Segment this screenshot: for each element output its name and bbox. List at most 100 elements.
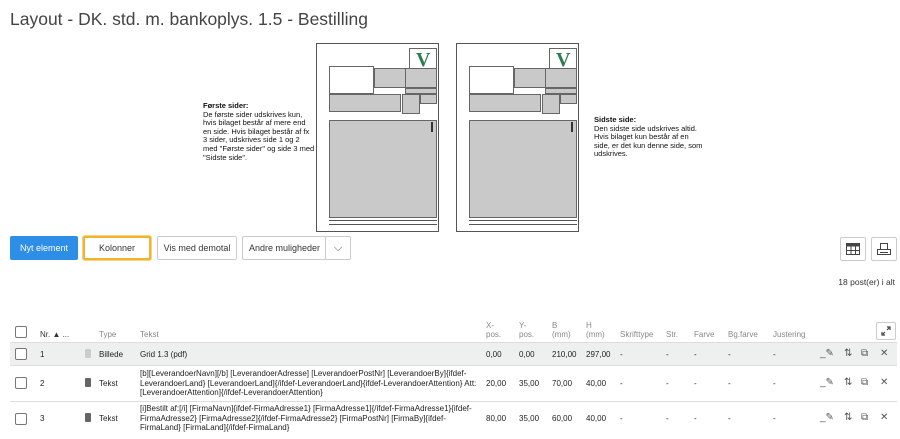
- row-nr: 3: [40, 414, 45, 423]
- row-checkbox[interactable]: [15, 348, 27, 360]
- preview-block: [329, 94, 401, 112]
- col-bgfarve[interactable]: Bg.farve: [728, 330, 758, 339]
- note-last-body: Den sidste side udskrives altid. Hvis bi…: [594, 123, 703, 159]
- note-first-pages: Første sider: De første sider udskrives …: [203, 101, 315, 162]
- row-farve: -: [694, 379, 697, 388]
- table-row[interactable]: 1 Billede Grid 1.3 (pdf) 0,00 0,00 210,0…: [10, 342, 897, 365]
- preview-marker: [431, 122, 433, 132]
- col-str[interactable]: Str.: [666, 330, 679, 339]
- row-bgfarve: -: [728, 350, 731, 359]
- more-options-button[interactable]: Andre muligheder: [242, 236, 326, 260]
- logo-letter: V: [556, 49, 571, 71]
- logo-letter: V: [416, 49, 431, 71]
- row-type: Tekst: [99, 379, 118, 388]
- preview-block: [514, 68, 546, 88]
- expand-icon: [881, 326, 891, 336]
- show-demo-button[interactable]: Vis med demotal: [157, 236, 237, 260]
- preview-body-block: [329, 120, 437, 218]
- preview-block: [405, 88, 437, 94]
- preview-block: [469, 94, 541, 112]
- edit-icon[interactable]: _✎: [820, 348, 834, 359]
- row-tekst: Grid 1.3 (pdf): [140, 350, 188, 359]
- record-count: 18 post(er) i alt: [838, 277, 895, 287]
- row-font: -: [620, 350, 623, 359]
- row-justering: -: [773, 379, 776, 388]
- row-checkbox[interactable]: [15, 377, 27, 389]
- delete-icon[interactable]: ✕: [880, 412, 889, 423]
- col-type[interactable]: Type: [99, 330, 117, 339]
- row-ypos: 0,00: [519, 350, 535, 359]
- preview-first-pages[interactable]: V: [316, 43, 439, 232]
- table-row[interactable]: 2 Tekst [b][LeverandoerNavn][/b] [Levera…: [10, 365, 897, 401]
- note-last-page: Sidste side: Den sidste side udskrives a…: [594, 115, 704, 159]
- row-font: -: [620, 414, 623, 423]
- row-str: -: [666, 414, 669, 423]
- print-button[interactable]: [871, 237, 897, 261]
- row-xpos: 0,00: [486, 350, 502, 359]
- columns-button[interactable]: Kolonner: [83, 236, 151, 260]
- preview-block: [402, 94, 420, 114]
- col-xpos[interactable]: X- pos.: [486, 321, 502, 339]
- table-view-button[interactable]: [840, 237, 866, 261]
- row-font: -: [620, 379, 623, 388]
- row-justering: -: [773, 414, 776, 423]
- col-h[interactable]: H (mm): [586, 321, 605, 339]
- row-h: 297,00: [586, 350, 611, 359]
- preview-last-page[interactable]: V: [456, 43, 579, 232]
- move-icon[interactable]: ⇅: [844, 348, 853, 359]
- col-ypos[interactable]: Y- pos.: [519, 321, 535, 339]
- row-checkbox[interactable]: [15, 413, 27, 425]
- row-h: 40,00: [586, 414, 607, 423]
- row-farve: -: [694, 414, 697, 423]
- row-nr: 2: [40, 379, 45, 388]
- row-bgfarve: -: [728, 414, 731, 423]
- preview-footer-line: [469, 224, 577, 225]
- copy-icon[interactable]: ⧉: [861, 377, 869, 388]
- row-b: 210,00: [552, 350, 577, 359]
- preview-logo-box: V: [549, 48, 577, 71]
- row-type: Tekst: [99, 414, 118, 423]
- move-icon[interactable]: ⇅: [844, 412, 853, 423]
- print-icon: [877, 242, 891, 255]
- copy-icon[interactable]: ⧉: [861, 412, 869, 423]
- edit-icon[interactable]: _✎: [820, 412, 834, 423]
- image-icon: [85, 349, 91, 358]
- expand-table-button[interactable]: [876, 322, 896, 340]
- preview-body-block: [469, 120, 577, 218]
- preview-address-block: [329, 66, 374, 94]
- select-all-checkbox[interactable]: [15, 326, 27, 338]
- page-title: Layout - DK. std. m. bankoplys. 1.5 - Be…: [10, 9, 368, 29]
- col-farve[interactable]: Farve: [694, 330, 715, 339]
- copy-icon[interactable]: ⧉: [861, 348, 869, 359]
- col-justering[interactable]: Justering: [773, 330, 806, 339]
- row-b: 60,00: [552, 414, 573, 423]
- text-icon: [85, 378, 91, 387]
- col-nr[interactable]: Nr. ▲ ...: [40, 330, 70, 339]
- col-font[interactable]: Skrifttype: [620, 330, 654, 339]
- row-type: Billede: [99, 350, 124, 359]
- preview-block: [545, 88, 577, 94]
- row-h: 40,00: [586, 379, 607, 388]
- table-row[interactable]: 3 Tekst [i]Bestilt af:[/i] [FirmaNavn]{i…: [10, 401, 897, 439]
- col-tekst[interactable]: Tekst: [140, 330, 159, 339]
- preview-footer-line: [329, 220, 437, 221]
- delete-icon[interactable]: ✕: [880, 377, 889, 388]
- row-bgfarve: -: [728, 379, 731, 388]
- row-str: -: [666, 379, 669, 388]
- note-first-heading: Første sider:: [203, 101, 249, 110]
- note-last-heading: Sidste side:: [594, 115, 637, 124]
- more-options-dropdown[interactable]: ⌵: [325, 236, 351, 260]
- note-first-body: De første sider udskrives kun, hvis bila…: [203, 109, 315, 162]
- table-icon: [846, 243, 860, 255]
- edit-icon[interactable]: _✎: [820, 377, 834, 388]
- preview-logo-box: V: [409, 48, 437, 71]
- col-b[interactable]: B (mm): [552, 321, 571, 339]
- preview-marker: [571, 122, 573, 132]
- delete-icon[interactable]: ✕: [880, 348, 889, 359]
- new-element-button[interactable]: Nyt element: [10, 236, 78, 260]
- table-header: Nr. ▲ ... Type Tekst X- pos. Y- pos. B (…: [10, 318, 897, 342]
- preview-block: [560, 94, 577, 104]
- preview-address-block: [469, 66, 514, 94]
- row-tekst: [b][LeverandoerNavn][/b] [LeverandoerAdr…: [140, 369, 477, 397]
- move-icon[interactable]: ⇅: [844, 377, 853, 388]
